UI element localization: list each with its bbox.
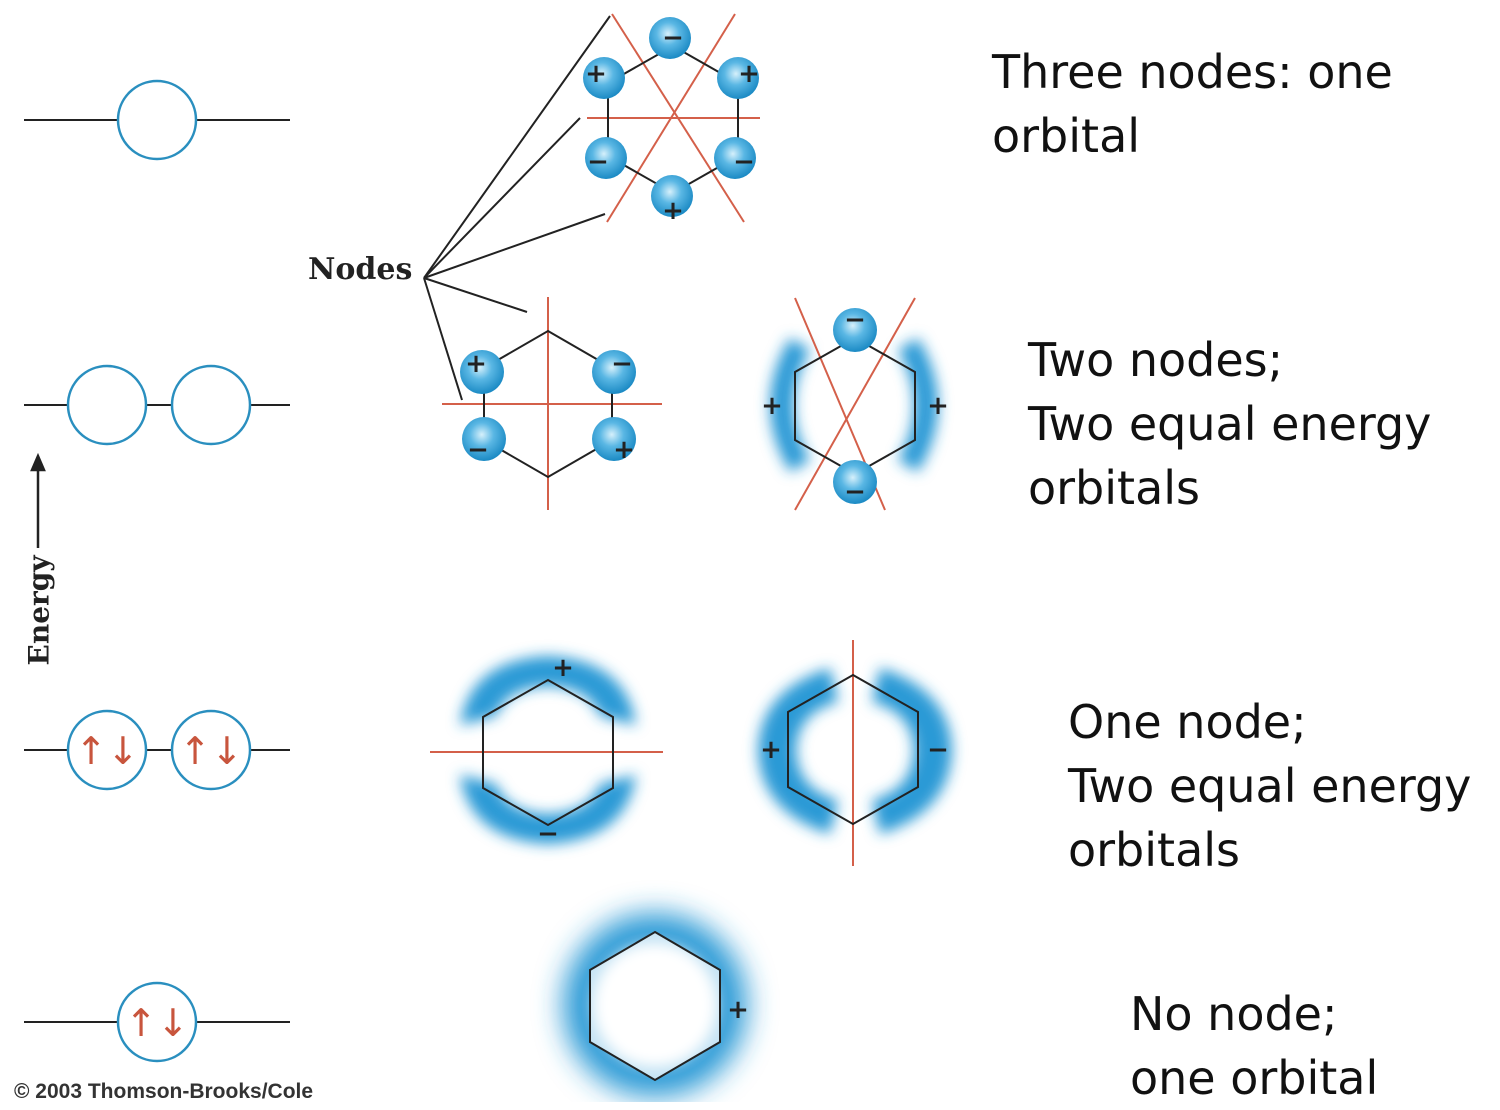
level-2-orbital-circle-a bbox=[66, 364, 148, 446]
diffuse-lobes bbox=[770, 338, 938, 472]
p-orbital-lobes bbox=[460, 350, 636, 461]
level-1-electrons-b: ↑↓ bbox=[179, 729, 243, 773]
energy-axis-label: Energy bbox=[22, 555, 56, 666]
energy-level-lines bbox=[24, 119, 290, 1023]
level-1-description: One node; Two equal energy orbitals bbox=[1068, 695, 1472, 877]
p-orbital-lobes bbox=[583, 17, 759, 217]
sign-minus: − bbox=[537, 819, 559, 849]
level-3-description: Three nodes: one orbital bbox=[992, 45, 1393, 163]
sign-plus: + bbox=[585, 59, 607, 89]
benzene-ring bbox=[589, 930, 721, 1082]
level-1-orbital-circle-a bbox=[66, 709, 148, 791]
sign-minus: − bbox=[611, 349, 633, 379]
sign-plus: + bbox=[552, 653, 574, 683]
orbital-circles bbox=[66, 79, 252, 1063]
level-1-orbital-circle-b bbox=[170, 709, 252, 791]
sign-minus: − bbox=[587, 147, 609, 177]
sign-minus: − bbox=[927, 735, 949, 765]
mo-three-nodes: − + − + − + bbox=[583, 13, 760, 226]
level-0-electrons: ↑↓ bbox=[125, 1001, 189, 1045]
sign-plus: + bbox=[927, 391, 949, 421]
sign-plus: + bbox=[465, 349, 487, 379]
mo-two-nodes-b: − − + + bbox=[761, 297, 949, 511]
level-2-orbital-circle-b bbox=[170, 364, 252, 446]
sign-plus: + bbox=[761, 391, 783, 421]
level-0-description: No node; one orbital bbox=[1130, 987, 1379, 1105]
diffuse-lobes bbox=[758, 668, 952, 834]
level-3-orbital-circle bbox=[116, 79, 198, 161]
sign-minus: − bbox=[467, 435, 489, 465]
diffuse-lobes bbox=[460, 656, 636, 844]
sign-minus: − bbox=[844, 305, 866, 335]
mo-no-node: + bbox=[563, 913, 749, 1097]
sign-plus: + bbox=[662, 196, 684, 226]
node-planes bbox=[587, 13, 760, 223]
level-2-description: Two nodes; Two equal energy orbitals bbox=[1028, 333, 1432, 515]
mo-two-nodes-a: + − − + bbox=[442, 297, 662, 510]
p-orbital-lobes bbox=[833, 308, 877, 504]
sign-plus: + bbox=[727, 995, 749, 1025]
benzene-ring bbox=[482, 678, 614, 827]
node-planes bbox=[442, 297, 662, 510]
sign-plus: + bbox=[760, 735, 782, 765]
energy-arrow bbox=[30, 452, 46, 548]
benzene-ring bbox=[787, 673, 919, 826]
copyright-text: © 2003 Thomson-Brooks/Cole bbox=[14, 1080, 314, 1103]
sign-minus: − bbox=[733, 147, 755, 177]
nodes-pointer-lines bbox=[423, 15, 611, 401]
sign-minus: − bbox=[662, 23, 684, 53]
mo-one-node-b: + − bbox=[758, 640, 952, 866]
sign-plus: + bbox=[738, 59, 760, 89]
mo-one-node-a: + − bbox=[430, 653, 663, 849]
nodes-label: Nodes bbox=[308, 252, 413, 287]
level-1-electrons-a: ↑↓ bbox=[75, 729, 139, 773]
level-0-orbital-circle bbox=[116, 981, 198, 1063]
sign-minus: − bbox=[844, 477, 866, 507]
sign-plus: + bbox=[613, 435, 635, 465]
